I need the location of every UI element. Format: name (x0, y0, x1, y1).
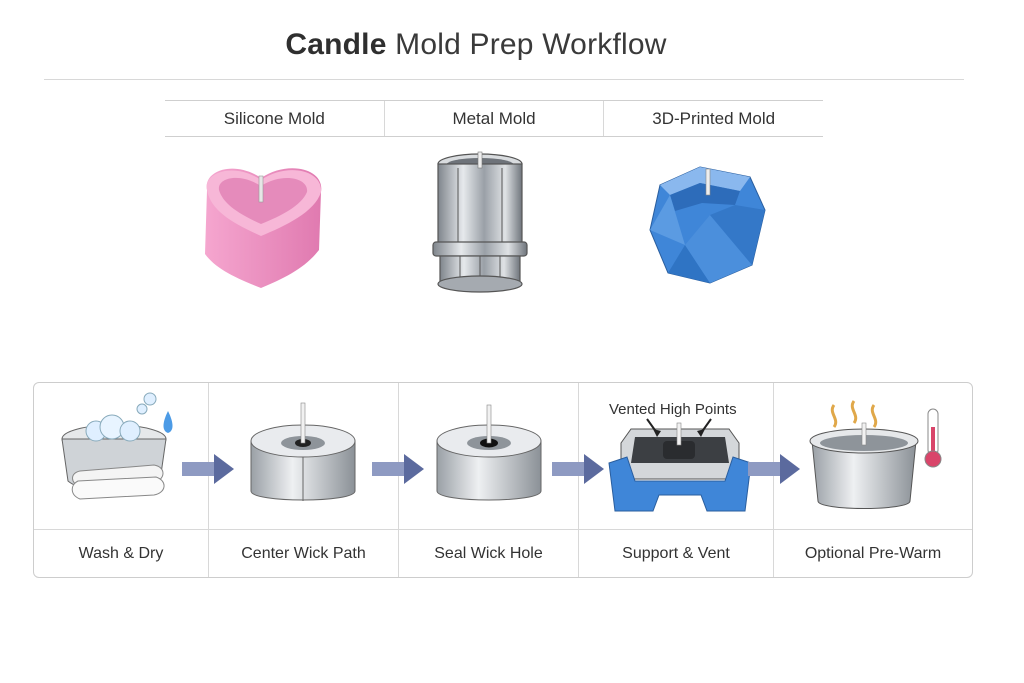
title-divider (44, 79, 964, 80)
step-pre-warm: Optional Pre-Warm (774, 383, 972, 577)
mold-label-silicone: Silicone Mold (165, 101, 385, 136)
step-label-prewarm: Optional Pre-Warm (774, 529, 972, 577)
mold-label-metal: Metal Mold (385, 101, 605, 136)
3d-printed-mold-icon (649, 166, 766, 284)
workflow-steps-panel: Wash & Dry Center Wick Path Seal Wick Ho… (33, 382, 973, 578)
title-rest: Mold Prep Workflow (386, 28, 667, 61)
step-support-vent: Vented High Points Support & Vent (579, 383, 774, 577)
step-label-wash: Wash & Dry (34, 529, 208, 577)
step-label-support: Support & Vent (579, 529, 773, 577)
arrow-right-icon (372, 454, 424, 484)
arrow-right-icon (552, 454, 604, 484)
mold-type-header: Silicone Mold Metal Mold 3D-Printed Mold (165, 100, 823, 137)
metal-cylinder-mold-icon (432, 151, 528, 293)
arrow-right-icon (182, 454, 234, 484)
wick-centered-mold-icon (250, 402, 356, 501)
pre-warm-mold-icon (809, 400, 942, 509)
supported-vented-mold-icon (608, 418, 752, 512)
title-bold: Candle (285, 28, 387, 61)
silicone-heart-mold-icon (205, 168, 322, 288)
sealed-wick-mold-icon (436, 404, 542, 501)
vent-callout: Vented High Points (609, 401, 737, 418)
step-seal-wick: Seal Wick Hole (399, 383, 579, 577)
arrow-right-icon (748, 454, 800, 484)
step-label-seal: Seal Wick Hole (399, 529, 578, 577)
step-center-wick: Center Wick Path (209, 383, 399, 577)
step-label-center: Center Wick Path (209, 529, 398, 577)
mold-label-printed: 3D-Printed Mold (652, 108, 776, 128)
wash-basin-icon (61, 392, 173, 500)
step-wash-dry: Wash & Dry (34, 383, 209, 577)
page-title: Candle Mold Prep Workflow (0, 28, 952, 62)
